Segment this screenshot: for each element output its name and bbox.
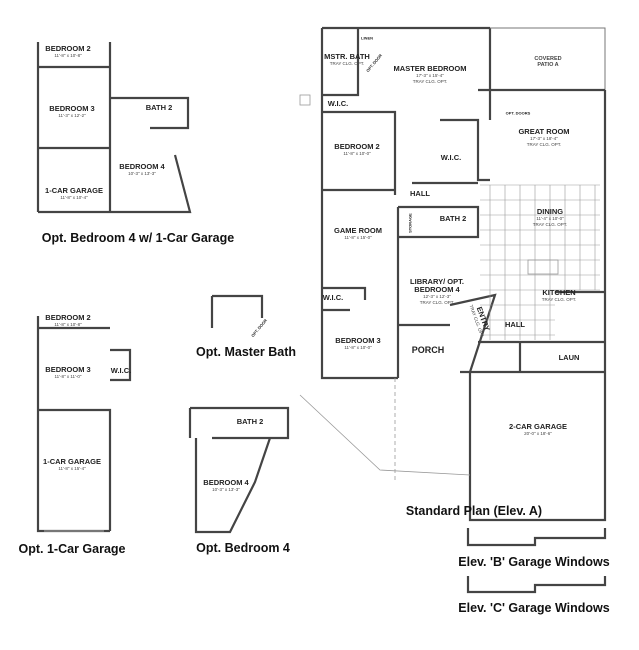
room-note: TRAY CLG. OPT. <box>329 61 365 66</box>
room-dims: 11'-8" x 10'-0" <box>343 151 371 156</box>
room-note: TRAY CLG. OPT. <box>419 300 455 305</box>
room-name: BEDROOM 2 <box>45 313 91 322</box>
opt2-wic: W.I.C. <box>111 367 131 375</box>
room-name: 1-CAR GARAGE <box>43 457 101 466</box>
room-wic-2: W.I.C. <box>441 154 461 162</box>
room-storage: STORAGE <box>408 213 413 233</box>
room-name: BEDROOM 2 <box>334 142 380 151</box>
room-name: LIBRARY/ OPT. <box>410 277 464 286</box>
room-name: BEDROOM 3 <box>45 365 91 374</box>
room-name: MASTER BEDROOM <box>393 64 467 73</box>
room-name: W.I.C. <box>327 99 349 108</box>
room-note: TRAY CLG. OPT. <box>532 222 568 227</box>
room-name: HALL <box>505 320 525 329</box>
room-bath-2: BATH 2 <box>440 215 467 223</box>
room-name: STORAGE <box>407 213 413 233</box>
room-laundry: LAUN <box>559 354 580 362</box>
room-dims: 20'-0" x 18'-6" <box>524 431 552 436</box>
room-name: BEDROOM 2 <box>45 44 91 53</box>
room-dims: 17'-3" x 18'-4" <box>530 136 558 141</box>
room-dims: 11'-8" x 15'-4" <box>58 466 86 471</box>
room-dims: 11'-8" x 11'-0" <box>54 374 82 379</box>
room-name: BATH 2 <box>145 103 173 112</box>
room-name: PATIO A <box>537 62 559 68</box>
room-name: W.I.C. <box>110 366 132 375</box>
room-name: BEDROOM 4 <box>203 478 249 487</box>
room-dims: 11'-8" x 10'-8" <box>54 322 82 327</box>
room-dims: 11'-8" x 10'-8" <box>54 53 82 58</box>
room-wic-master: W.I.C. <box>328 100 348 108</box>
room-name: BEDROOM 4 <box>119 162 165 171</box>
room-dims: 10'-3" x 13'-3" <box>128 171 156 176</box>
room-linen: LINEN <box>361 36 373 41</box>
room-name: BEDROOM 4 <box>414 285 460 294</box>
room-name: KITCHEN <box>542 288 576 297</box>
room-name: BATH 2 <box>236 417 264 426</box>
room-name: W.I.C. <box>440 153 462 162</box>
room-name: LAUN <box>558 353 580 362</box>
room-name: DINING <box>536 207 564 216</box>
opt1-bath-2: BATH 2 <box>146 104 173 112</box>
caption-opt-1-car-garage: Opt. 1-Car Garage <box>18 542 126 556</box>
room-dims: 17'-3" x 15'-4" <box>416 73 444 78</box>
room-name: GAME ROOM <box>334 226 382 235</box>
room-hall-2: HALL <box>505 321 525 329</box>
caption-opt-master-bath: Opt. Master Bath <box>195 345 297 359</box>
room-name: MSTR. BATH <box>324 52 370 61</box>
room-note: TRAY CLG. OPT. <box>541 297 577 302</box>
room-dims: 10'-3" x 13'-3" <box>212 487 240 492</box>
room-porch: PORCH <box>411 345 445 355</box>
room-name: BATH 2 <box>439 214 467 223</box>
caption-standard-plan: Standard Plan (Elev. A) <box>405 504 543 518</box>
room-name: LINEN <box>361 35 373 41</box>
room-note: TRAY CLG. OPT. <box>412 79 448 84</box>
room-name: BEDROOM 3 <box>49 104 95 113</box>
room-name: 1-CAR GARAGE <box>45 186 103 195</box>
opt-doors-label: OPT. DOORS <box>506 111 531 116</box>
room-dims: 11'-8" x 10'-0" <box>344 345 372 350</box>
room-dims: 11'-8" x 15'-0" <box>344 235 372 240</box>
room-name: COVERED <box>534 56 562 62</box>
room-name: GREAT ROOM <box>518 127 570 136</box>
label: OPT. DOORS <box>505 110 531 116</box>
room-hall: HALL <box>410 190 430 198</box>
caption-opt-bedroom4-garage: Opt. Bedroom 4 w/ 1-Car Garage <box>41 231 235 245</box>
caption-opt-bedroom4: Opt. Bedroom 4 <box>196 541 290 555</box>
room-dims: 11'-8" x 10'-4" <box>60 195 88 200</box>
room-note: TRAY CLG. OPT. <box>526 142 562 147</box>
room-dims: 11'-3" x 12'-2" <box>58 113 86 118</box>
room-wic-3: W.I.C. <box>323 294 343 302</box>
caption-elev-c: Elev. 'C' Garage Windows <box>458 601 610 615</box>
room-name: HALL <box>410 189 430 198</box>
room-name: 2-CAR GARAGE <box>509 422 567 431</box>
room-dims: 11'-4" x 10'-0" <box>536 216 564 221</box>
room-dims: 12'-3" x 12'-3" <box>423 294 451 299</box>
opt3-bath-2: BATH 2 <box>237 418 264 426</box>
room-name: BEDROOM 3 <box>335 336 381 345</box>
caption-elev-b: Elev. 'B' Garage Windows <box>458 555 610 569</box>
room-name: PORCH <box>411 345 445 355</box>
room-name: W.I.C. <box>322 293 344 302</box>
